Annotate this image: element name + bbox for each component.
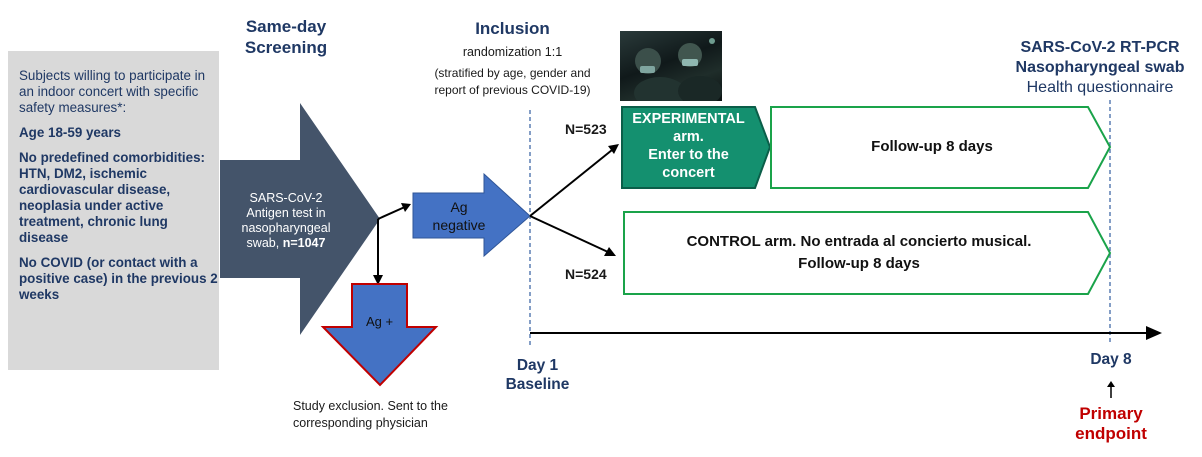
outcome-line2: Nasopharyngeal swab (1015, 59, 1185, 76)
day8-label: Day 8 (1090, 351, 1132, 368)
experimental-line1: EXPERIMENTAL (632, 111, 745, 127)
screening-line1: SARS-CoV-2 (249, 191, 323, 205)
exclusion-line1: Study exclusion. Sent to the (293, 399, 448, 413)
screening-line2: Antigen test in (246, 206, 326, 220)
experimental-line3: Enter to the (648, 147, 729, 163)
concert-photo (620, 31, 722, 101)
screening-arrow (220, 103, 380, 335)
outcome-line1: SARS-CoV-2 RT-PCR (1020, 39, 1180, 56)
connector-arrowhead (401, 203, 411, 212)
eligibility-comorbidities: No predefined comorbidities: HTN, DM2, i… (19, 150, 205, 245)
concert-photo-art (634, 38, 722, 101)
eligibility-covid: No COVID (or contact with a positive cas… (19, 255, 218, 302)
primary-text: Primary (1079, 404, 1143, 423)
screening-arrow-text: SARS-CoV-2 Antigen test in nasopharyngea… (226, 191, 346, 251)
outcome-header: SARS-CoV-2 RT-PCR Nasopharyngeal swab He… (1000, 38, 1200, 98)
timeline-arrowhead (1146, 326, 1162, 340)
inclusion-title: Inclusion (475, 19, 550, 38)
branch-experimental-arrowhead (608, 144, 619, 154)
experimental-line4: concert (662, 165, 715, 181)
control-n: N=524 (565, 266, 607, 282)
control-arm-text: CONTROL arm. No entrada al concierto mus… (624, 231, 1094, 275)
ag-negative-line2: negative (432, 217, 486, 233)
strat-line2: report of previous COVID-19) (434, 83, 591, 97)
exclusion-line2: corresponding physician (293, 416, 428, 430)
ag-positive-label: Ag + (365, 314, 394, 329)
inclusion-randomization: randomization 1:1 (462, 45, 563, 59)
outcome-line3: Health questionnaire (1026, 79, 1174, 96)
exclusion-text: Study exclusion. Sent to the correspondi… (293, 398, 493, 432)
day1-text: Day 1 (516, 357, 559, 374)
ag-negative-line1: Ag (450, 199, 468, 215)
screening-line3: nasopharyngeal (241, 221, 331, 235)
strat-line1: (stratified by age, gender and (434, 66, 591, 80)
control-arm-box (623, 211, 1112, 295)
screening-line4-prefix: swab, (246, 236, 280, 250)
experimental-n: N=523 (565, 121, 607, 137)
experimental-followup: Follow-up 8 days (871, 138, 993, 155)
ag-positive-arrow (320, 283, 439, 387)
screening-line4: swab, n=1047 (226, 236, 346, 251)
ag-negative-arrow (412, 172, 531, 258)
endpoint-up-arrowhead (1107, 381, 1115, 387)
eligibility-box: Subjects willing to participate in an in… (8, 51, 219, 370)
day1-label: Day 1 Baseline (495, 356, 580, 394)
primary-endpoint-label: Primary endpoint (1060, 404, 1162, 444)
eligibility-intro: Subjects willing to participate in an in… (19, 68, 206, 115)
control-line1: CONTROL arm. No entrada al concierto mus… (686, 233, 1032, 250)
connector-to-ag-negative (377, 205, 408, 220)
baseline-text: Baseline (505, 376, 570, 393)
screening-n: n=1047 (282, 236, 326, 250)
branch-experimental (529, 149, 613, 217)
branch-control-arrowhead (604, 247, 616, 256)
control-line2: Follow-up 8 days (798, 255, 920, 272)
connector-down-arrowhead (373, 275, 383, 285)
ag-negative-label: Ag negative (413, 198, 505, 234)
endpoint-text: endpoint (1075, 424, 1147, 443)
inclusion-stratification: (stratified by age, gender and report of… (410, 65, 615, 99)
experimental-followup-box (770, 106, 1112, 189)
screening-title: Same-day Screening (244, 17, 328, 57)
eligibility-age: Age 18-59 years (19, 125, 121, 140)
experimental-arm-box (621, 106, 772, 189)
experimental-line2: arm. (673, 129, 704, 145)
branch-control (529, 215, 609, 253)
experimental-arm-text: EXPERIMENTAL arm. Enter to the concert (622, 110, 755, 182)
